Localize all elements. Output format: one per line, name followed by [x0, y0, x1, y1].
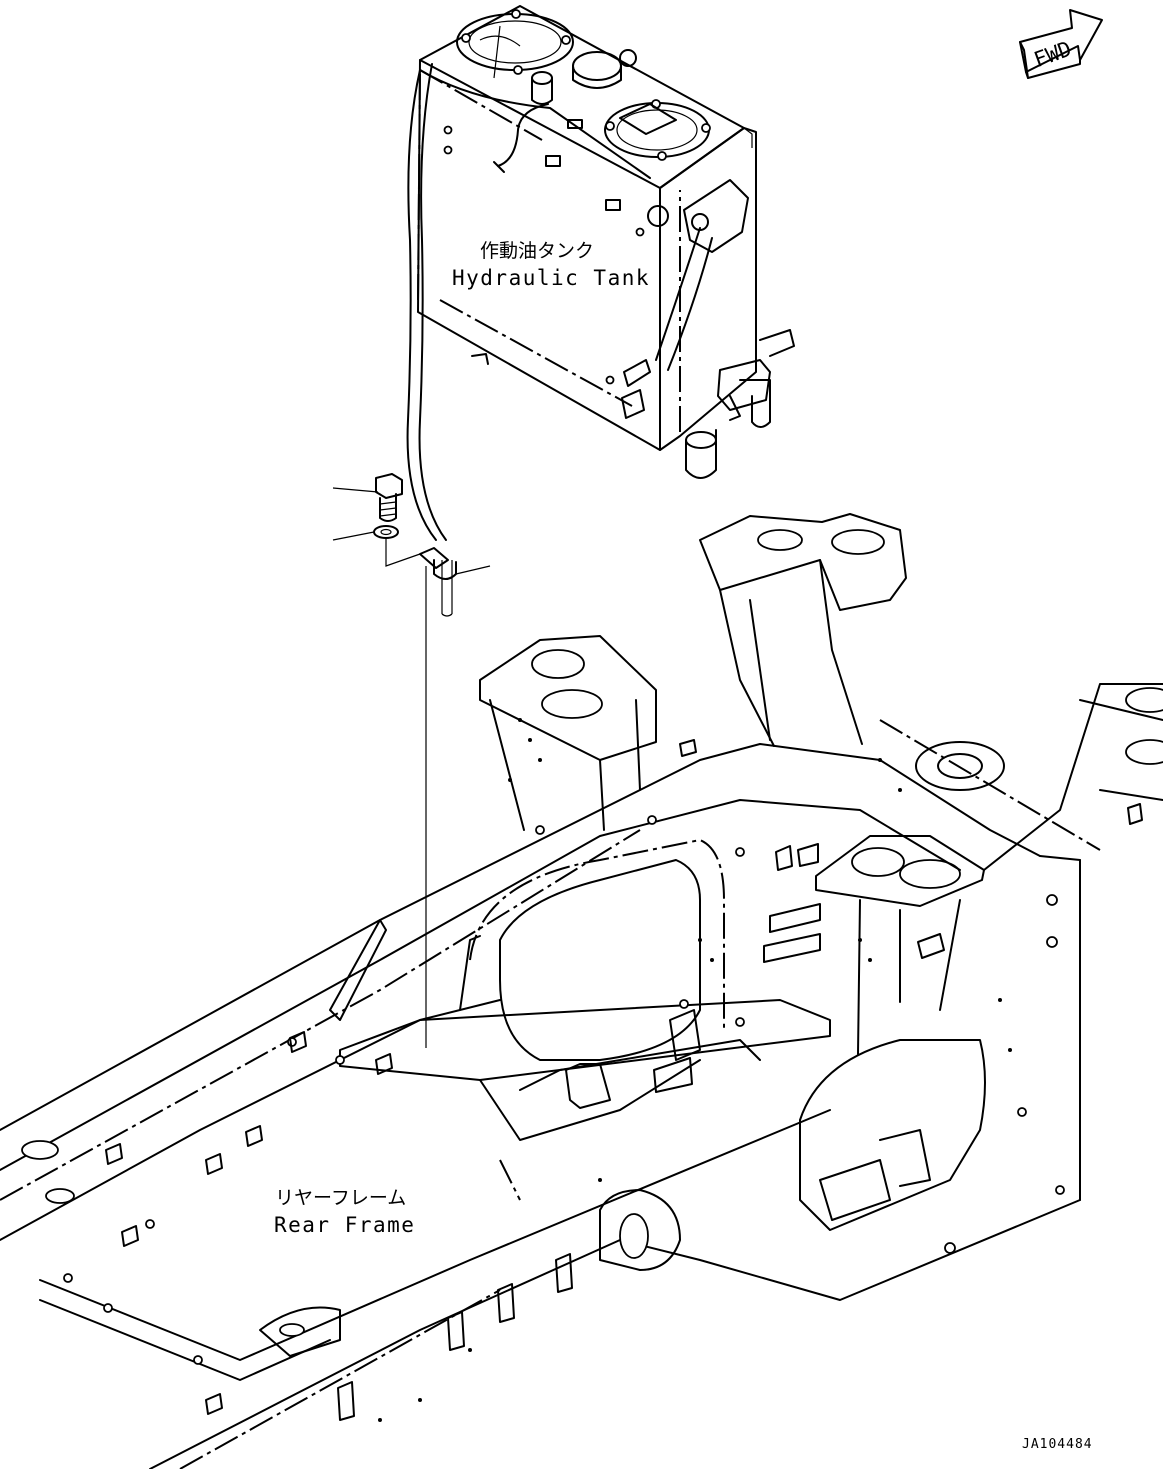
rear-frame: [0, 513, 1163, 1469]
rear-frame-en-label: Rear Frame: [274, 1213, 415, 1237]
washer-part: [332, 525, 399, 541]
hydraulic-tank-en-label: Hydraulic Tank: [452, 266, 650, 290]
rear-frame-jp-label: リヤーフレーム: [275, 1187, 406, 1209]
drawing-code: JA104484: [1022, 1437, 1093, 1452]
hydraulic-tank: [417, 5, 795, 479]
clamp-part: [385, 538, 491, 1048]
forward-arrow-icon: FWD: [1019, 9, 1103, 79]
drain-hose: [406, 63, 453, 617]
bolt-part: [332, 473, 403, 522]
hydraulic-tank-jp-label: 作動油タンク: [480, 240, 594, 262]
